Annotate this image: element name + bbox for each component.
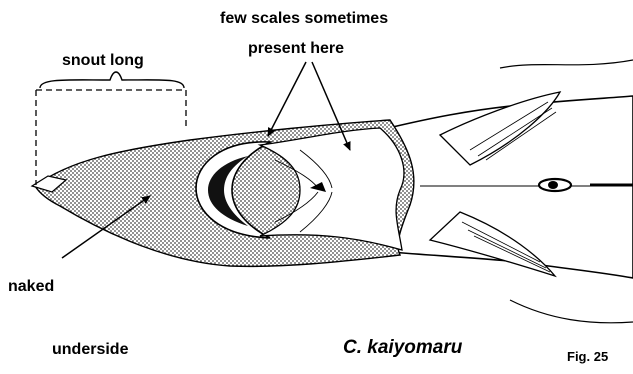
ventral-contour (510, 300, 633, 323)
label-scales-line2: present here (248, 40, 344, 58)
label-figure-number: Fig. 25 (567, 349, 608, 364)
label-naked: naked (8, 278, 54, 296)
dorsal-contour (500, 60, 633, 68)
cloaca-center (548, 181, 558, 189)
arrow-scales-left (268, 62, 306, 136)
label-snout-long: snout long (62, 52, 144, 70)
label-species: C. kaiyomaru (343, 337, 462, 359)
label-scales-line1: few scales sometimes (220, 10, 388, 28)
label-underside: underside (52, 341, 128, 359)
snout-brace (40, 72, 184, 88)
